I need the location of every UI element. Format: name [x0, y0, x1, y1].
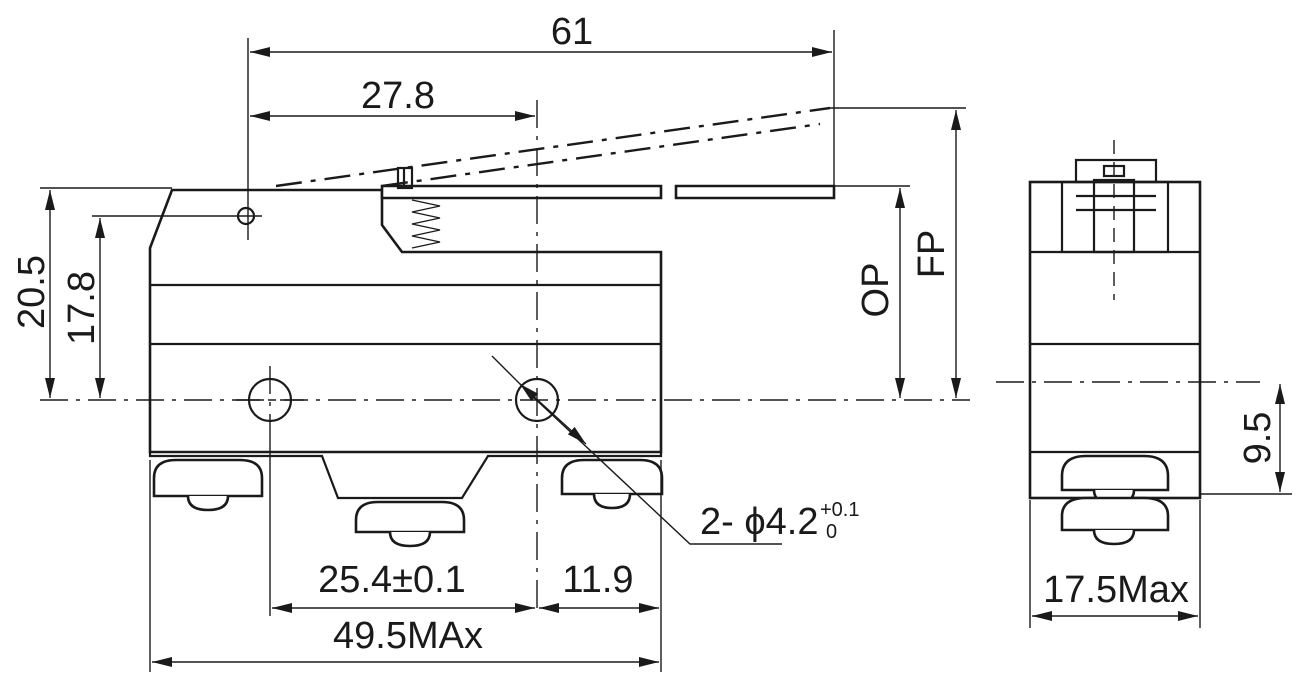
- dim-17-5: 17.5Max: [1043, 569, 1189, 611]
- roller-left: [152, 458, 264, 512]
- dim-20-5: 20.5: [11, 255, 53, 329]
- side-body: [1028, 180, 1202, 500]
- roller-right: [560, 458, 664, 510]
- side-actuator: [1060, 140, 1170, 300]
- switch-body: [148, 188, 663, 454]
- base-profile: [148, 452, 663, 500]
- roller-middle: [354, 500, 466, 548]
- dim-hole-tol-lower: 0: [826, 521, 837, 543]
- dim-27-8: 27.8: [361, 75, 435, 117]
- hole-leader-line: [491, 355, 782, 545]
- dim-op: OP: [855, 263, 897, 318]
- hole-diameter-arrows: [519, 383, 587, 445]
- dim-fp: FP: [911, 230, 953, 279]
- side-view: 9.5 17.5Max: [996, 140, 1292, 628]
- lever-arm-tip: [674, 184, 836, 200]
- side-roller-lower: [1060, 496, 1170, 546]
- front-view: 61 27.8 20.5 17.8 OP FP 25.4±0.1 11.9 49…: [11, 11, 970, 672]
- lever-operated-line-2: [381, 122, 821, 188]
- dim-49-5: 49.5MAx: [333, 615, 483, 657]
- dim-11-9: 11.9: [562, 559, 633, 601]
- dim-9-5: 9.5: [1237, 412, 1279, 465]
- dim-hole-tol-upper: +0.1: [820, 499, 859, 521]
- dim-hole-diameter: 2- ϕ4.2: [700, 501, 818, 543]
- dim-25-4: 25.4±0.1: [318, 559, 466, 601]
- dim-61: 61: [551, 11, 593, 53]
- lever-operated-line-1: [275, 106, 831, 188]
- dim-17-8: 17.8: [61, 271, 103, 345]
- lever-arm: [380, 184, 663, 200]
